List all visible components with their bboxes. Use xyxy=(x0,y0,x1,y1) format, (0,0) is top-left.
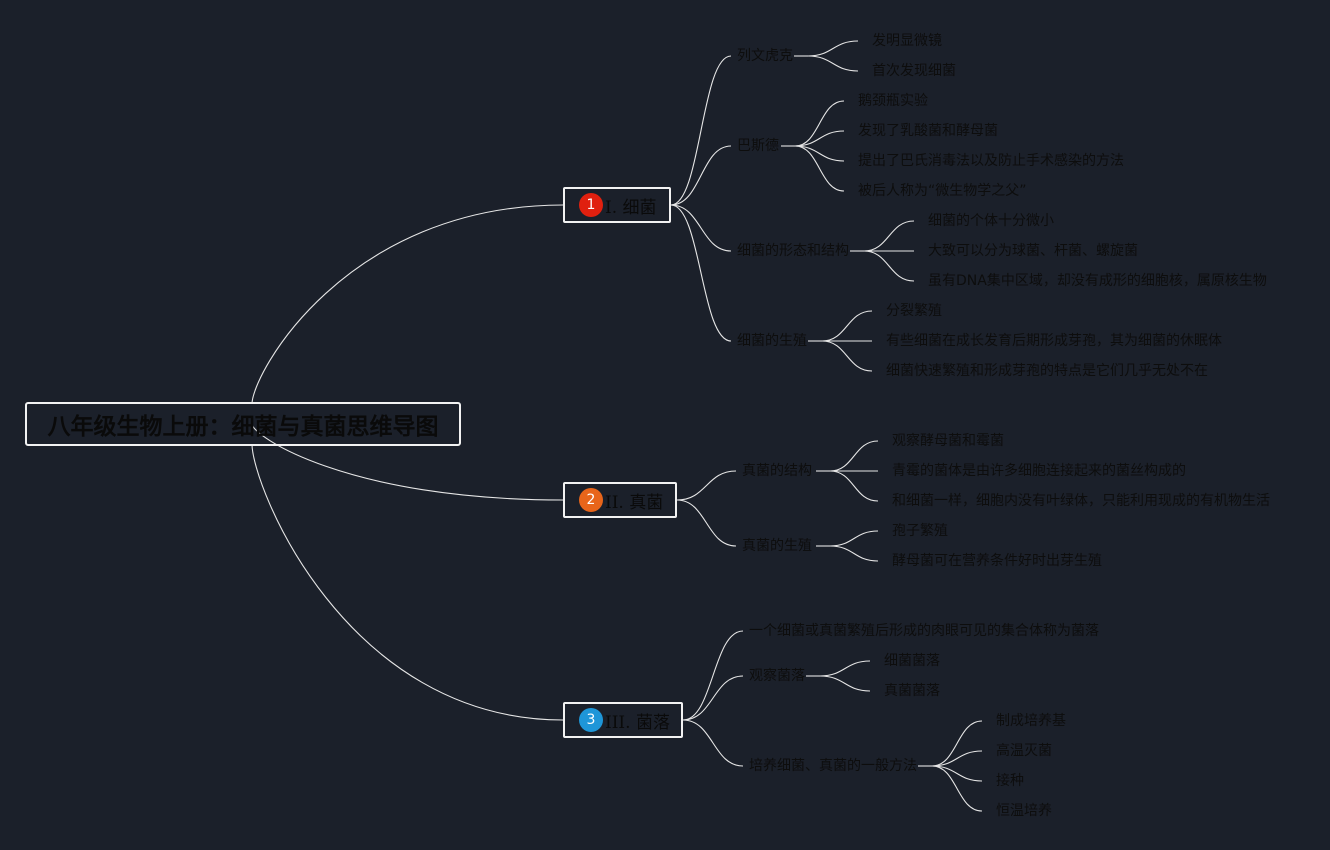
leaf-link xyxy=(821,310,873,342)
leaf-link xyxy=(821,340,873,372)
leaf-link xyxy=(829,440,879,472)
branch-label: III. 菌落 xyxy=(605,712,670,733)
leaf-node[interactable]: 恒温培养 xyxy=(996,803,1052,819)
leaf-node[interactable]: 分裂繁殖 xyxy=(886,303,942,319)
leaf-node[interactable]: 青霉的菌体是由许多细胞连接起来的菌丝构成的 xyxy=(892,463,1186,479)
leaf-link xyxy=(931,765,983,812)
leaf-node[interactable]: 提出了巴氏消毒法以及防止手术感染的方法 xyxy=(858,153,1124,169)
leaf-link xyxy=(807,55,859,72)
leaf-link xyxy=(819,660,871,677)
leaf-node[interactable]: 酵母菌可在营养条件好时出芽生殖 xyxy=(892,553,1102,569)
topic-node[interactable]: 列文虎克 xyxy=(737,48,793,64)
branch-link xyxy=(670,145,732,206)
leaf-node[interactable]: 和细菌一样，细胞内没有叶绿体，只能利用现成的有机物生活 xyxy=(892,493,1270,509)
leaf-link xyxy=(794,145,845,162)
leaf-node[interactable]: 接种 xyxy=(996,773,1024,789)
leaf-link xyxy=(807,40,859,57)
topic-node[interactable]: 观察菌落 xyxy=(749,668,805,684)
leaf-node[interactable]: 被后人称为“微生物学之父” xyxy=(858,183,1027,199)
leaf-link xyxy=(829,545,879,562)
topic-node[interactable]: 细菌的形态和结构 xyxy=(737,243,849,259)
branch-link xyxy=(670,204,732,342)
number-badge-icon: 1 xyxy=(579,193,603,217)
branch-label: I. 细菌 xyxy=(605,197,657,218)
topic-node[interactable]: 细菌的生殖 xyxy=(737,333,807,349)
leaf-node[interactable]: 细菌的个体十分微小 xyxy=(928,213,1054,229)
leaf-link xyxy=(863,220,915,252)
leaf-node[interactable]: 首次发现细菌 xyxy=(872,63,956,79)
leaf-link xyxy=(794,100,845,147)
leaf-link xyxy=(819,675,871,692)
leaf-node[interactable]: 大致可以分为球菌、杆菌、螺旋菌 xyxy=(928,243,1138,259)
branch-link xyxy=(670,204,732,252)
root-link-3 xyxy=(251,443,564,721)
branch-link xyxy=(670,55,732,206)
leaf-node[interactable]: 鹅颈瓶实验 xyxy=(858,93,928,109)
topic-node[interactable]: 培养细菌、真菌的一般方法 xyxy=(749,758,917,774)
leaf-link xyxy=(931,750,983,767)
leaf-node[interactable]: 细菌菌落 xyxy=(884,653,940,669)
leaf-node[interactable]: 观察酵母菌和霉菌 xyxy=(892,433,1004,449)
topic-node[interactable]: 真菌的结构 xyxy=(742,463,812,479)
branch-link xyxy=(682,630,744,721)
leaf-node[interactable]: 高温灭菌 xyxy=(996,743,1052,759)
branch-label: II. 真菌 xyxy=(605,492,664,513)
leaf-node[interactable]: 虽有DNA集中区域，却没有成形的细胞核，属原核生物 xyxy=(928,273,1267,289)
leaf-link xyxy=(931,720,983,767)
leaf-node[interactable]: 有些细菌在成长发育后期形成芽孢，其为细菌的休眠体 xyxy=(886,333,1222,349)
branch-link xyxy=(682,675,744,721)
topic-node[interactable]: 巴斯德 xyxy=(737,138,779,154)
root-link-2 xyxy=(251,423,564,501)
leaf-link xyxy=(794,145,845,192)
leaf-node[interactable]: 发明显微镜 xyxy=(872,33,942,49)
leaf-node[interactable]: 制成培养基 xyxy=(996,713,1066,729)
number-badge-icon: 2 xyxy=(579,488,603,512)
leaf-node[interactable]: 细菌快速繁殖和形成芽孢的特点是它们几乎无处不在 xyxy=(886,363,1208,379)
leaf-link xyxy=(863,250,915,282)
root-link-1 xyxy=(251,204,564,405)
leaf-link xyxy=(794,130,845,147)
branch-link xyxy=(682,719,744,767)
branch-link xyxy=(676,499,737,547)
leaf-link xyxy=(829,470,879,502)
leaf-link xyxy=(931,765,983,782)
topic-node[interactable]: 一个细菌或真菌繁殖后形成的肉眼可见的集合体称为菌落 xyxy=(749,623,1099,639)
leaf-node[interactable]: 真菌菌落 xyxy=(884,683,940,699)
number-badge-icon: 3 xyxy=(579,708,603,732)
branch-link xyxy=(676,470,737,501)
leaf-node[interactable]: 孢子繁殖 xyxy=(892,523,948,539)
root-topic[interactable]: 八年级生物上册：细菌与真菌思维导图 xyxy=(25,402,461,446)
leaf-node[interactable]: 发现了乳酸菌和酵母菌 xyxy=(858,123,998,139)
leaf-link xyxy=(829,530,879,547)
topic-node[interactable]: 真菌的生殖 xyxy=(742,538,812,554)
